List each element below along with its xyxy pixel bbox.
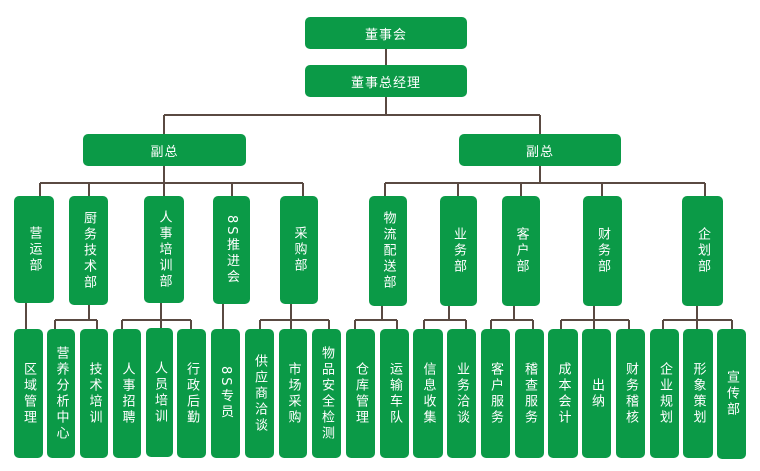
department-label: 企划部 [695,227,710,275]
unit-label: 人员培训 [152,360,167,425]
department-label: 人事培训部 [156,209,172,290]
general-manager-box: 董事总经理 [305,65,467,97]
unit-box: 市场采购 [279,329,307,458]
unit-box: 成本会计 [548,329,578,458]
department-box: 企划部 [682,196,723,306]
unit-label: 物品安全检测 [319,345,334,442]
department-label: 财务部 [595,227,610,275]
unit-box: 仓库管理 [346,329,375,458]
unit-box: 信息收集 [413,329,443,458]
unit-label: 8S专员 [218,366,233,421]
unit-box: 人事招聘 [113,329,141,458]
department-box: 客户部 [502,196,540,306]
unit-label: 技术培训 [86,361,102,426]
unit-label: 出纳 [589,377,604,410]
unit-label: 企业规划 [657,361,672,426]
department-box: 营运部 [14,196,54,303]
unit-box: 物品安全检测 [312,329,341,458]
department-label: 营运部 [26,225,42,274]
unit-label: 仓库管理 [353,361,368,426]
unit-box: 出纳 [582,329,611,458]
unit-label: 供应商洽谈 [252,353,267,434]
department-label: 客户部 [513,227,529,275]
unit-label: 营养分析中心 [53,345,69,442]
vice-president-right-box: 副总 [459,134,621,166]
unit-box: 客户服务 [481,329,510,458]
unit-box: 宣传部 [717,329,746,459]
unit-box: 行政后勤 [177,329,206,458]
unit-box: 人员培训 [146,328,173,457]
board-box: 董事会 [305,17,467,49]
unit-box: 稽查服务 [515,329,544,458]
unit-label: 稽查服务 [522,361,537,426]
unit-label: 形象策划 [690,361,706,426]
unit-label: 运输车队 [387,361,402,426]
department-box: 物流配送部 [369,196,407,306]
department-box: 8S推进会 [213,196,250,304]
vice-president-left-box: 副总 [83,134,246,166]
unit-label: 成本会计 [555,361,571,426]
department-label: 8S推进会 [224,214,239,286]
unit-label: 区域管理 [21,361,36,426]
unit-label: 市场采购 [285,361,301,426]
department-box: 采购部 [280,196,318,304]
department-label: 厨务技术部 [81,210,96,291]
unit-label: 行政后勤 [184,361,199,426]
unit-box: 企业规划 [650,329,679,458]
department-label: 采购部 [291,226,307,274]
department-box: 厨务技术部 [69,196,108,305]
unit-box: 营养分析中心 [47,329,75,458]
unit-box: 形象策划 [683,329,713,458]
department-label: 业务部 [451,227,466,275]
unit-box: 供应商洽谈 [245,329,274,458]
department-box: 业务部 [440,196,477,306]
unit-box: 区域管理 [14,329,43,458]
department-box: 财务部 [583,196,622,306]
unit-label: 财务稽核 [623,361,638,426]
unit-box: 运输车队 [380,329,409,458]
unit-box: 财务稽核 [616,329,645,458]
department-label: 物流配送部 [380,211,396,291]
unit-box: 8S专员 [211,329,240,458]
unit-label: 业务洽谈 [454,361,469,426]
unit-label: 人事招聘 [119,361,135,426]
unit-label: 宣传部 [724,370,739,418]
department-box: 人事培训部 [144,196,184,303]
unit-label: 信息收集 [420,361,436,426]
unit-box: 技术培训 [80,329,108,458]
unit-box: 业务洽谈 [447,329,476,458]
unit-label: 客户服务 [488,361,503,426]
